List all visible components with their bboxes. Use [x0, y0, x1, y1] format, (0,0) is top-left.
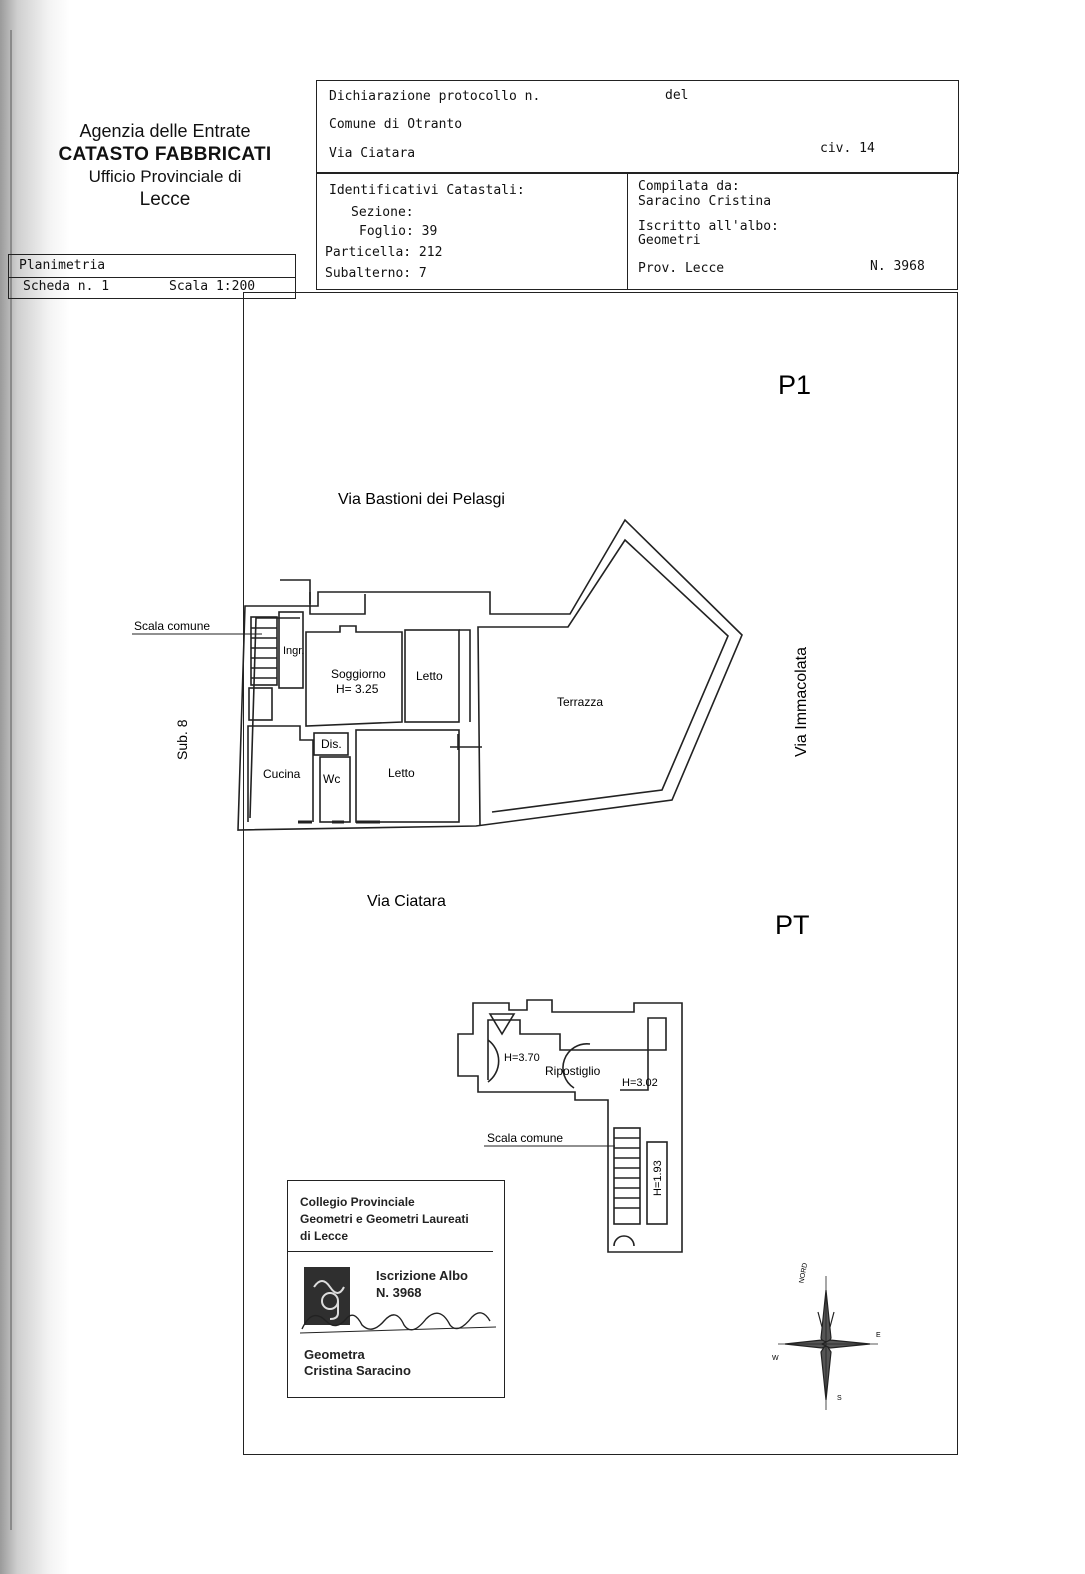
del-label: del — [665, 88, 689, 103]
foglio-label: Foglio: 39 — [359, 224, 438, 239]
stamp-signature — [299, 1312, 497, 1334]
room-terrazza: Terrazza — [557, 695, 603, 709]
scheda-box: Scheda n. 1 Scala 1:200 — [8, 276, 296, 299]
civico-label: civ. 14 — [820, 141, 875, 156]
compass-west-label: W — [772, 1355, 779, 1362]
plan-frame — [243, 292, 958, 1455]
stamp-geometra: Geometra — [304, 1347, 365, 1362]
catasto-title: CATASTO FABBRICATI — [58, 143, 272, 165]
dichiarazione-label: Dichiarazione protocollo n. — [329, 89, 541, 104]
stamp-divider — [288, 1251, 493, 1252]
street-immacolata: Via Immacolata — [793, 647, 810, 757]
stamp-iscrizione: Iscrizione Albo — [376, 1268, 468, 1283]
height-302: H=3.02 — [622, 1077, 658, 1089]
street-ciatara: Via Ciatara — [367, 893, 446, 910]
particella-label: Particella: 212 — [325, 245, 443, 260]
scala-comune-label: Scala comune — [134, 619, 210, 633]
stamp-geometri: Geometri e Geometri Laureati — [300, 1212, 469, 1226]
stamp-number: N. 3968 — [376, 1285, 422, 1300]
office-city: Lecce — [139, 188, 191, 210]
room-disimpegno: Dis. — [321, 737, 342, 751]
stamp-nome: Cristina Saracino — [304, 1363, 411, 1378]
iscrizione-number: N. 3968 — [870, 259, 925, 274]
room-letto: Letto — [416, 669, 443, 683]
identificativi-box: Identificativi Catastali: Sezione: Fogli… — [316, 172, 628, 290]
scan-edge-line — [10, 30, 12, 1530]
subalterno-label: Subalterno: 7 — [325, 266, 427, 281]
scala-comune-label-pt: Scala comune — [487, 1131, 563, 1145]
compass-north-label: NORD — [799, 1262, 809, 1284]
compass-south-label: S — [837, 1395, 842, 1402]
scala-label: Scala 1:200 — [169, 279, 256, 294]
declaration-box: Dichiarazione protocollo n. del Comune d… — [316, 80, 959, 174]
height-193: H=1.93 — [652, 1160, 664, 1196]
compilata-title: Compilata da: — [638, 179, 740, 194]
identificativi-title: Identificativi Catastali: — [329, 183, 525, 198]
stamp-lecce: di Lecce — [300, 1229, 349, 1243]
planimetria-box: Planimetria — [8, 254, 296, 278]
room-cucina: Cucina — [263, 767, 301, 781]
albo-label: Geometri — [638, 233, 701, 248]
professional-stamp: Collegio Provinciale Geometri e Geometri… — [287, 1180, 505, 1398]
room-ingresso: Ingr. — [283, 645, 304, 657]
prov-label: Prov. Lecce — [638, 261, 725, 276]
planimetria-label: Planimetria — [19, 258, 106, 273]
room-ripostiglio: Ripostiglio — [545, 1064, 601, 1078]
room-soggiorno: Soggiorno — [331, 667, 386, 681]
stamp-collegio: Collegio Provinciale — [300, 1195, 415, 1209]
comune-label: Comune di Otranto — [329, 117, 463, 132]
floor-label-pt: PT — [775, 910, 810, 940]
stamp-logo — [304, 1267, 350, 1325]
compass-east-label: E — [876, 1332, 881, 1339]
compilata-box: Compilata da: Saracino Cristina Iscritto… — [626, 172, 958, 290]
via-label: Via Ciatara — [329, 146, 416, 161]
street-bastioni: Via Bastioni dei Pelasgi — [338, 491, 505, 508]
sub-8-label: Sub. 8 — [174, 719, 190, 760]
agency-heading: Agenzia delle Entrate CATASTO FABBRICATI… — [30, 120, 300, 211]
iscritto-label: Iscritto all'albo: — [638, 219, 779, 234]
office-label: Ufficio Provinciale di — [88, 167, 242, 187]
room-soggiorno-height: H= 3.25 — [336, 682, 379, 696]
compilata-name: Saracino Cristina — [638, 194, 772, 209]
agency-name: Agenzia delle Entrate — [79, 121, 251, 141]
room-letto-2: Letto — [388, 766, 415, 780]
height-370: H=3.70 — [504, 1052, 540, 1064]
floor-label-p1: P1 — [778, 370, 811, 400]
sezione-label: Sezione: — [351, 205, 414, 220]
scheda-label: Scheda n. 1 — [23, 279, 110, 294]
room-wc: Wc — [323, 772, 340, 786]
